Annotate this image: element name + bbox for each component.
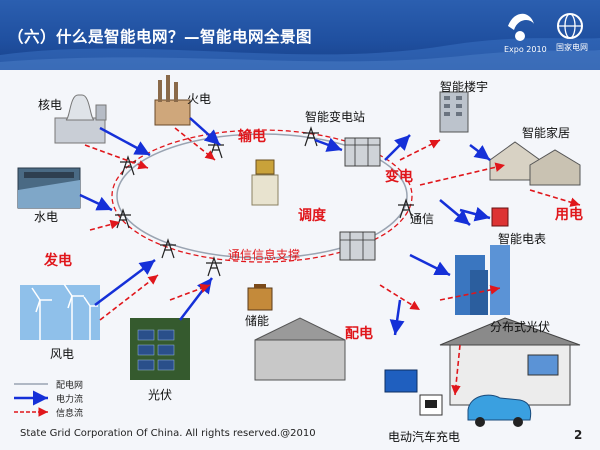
slide-header: （六）什么是智能电网？—智能电网全景图 Expo 2010 国家电网 [0, 0, 600, 70]
grid-ring [116, 133, 408, 259]
energy-storage-icon [247, 284, 273, 311]
smart-home-icon [489, 141, 581, 186]
label-thermal: 火电 [187, 92, 212, 106]
legend-grid-label: 配电网 [56, 381, 84, 391]
substation-icon [344, 137, 381, 167]
wind-farm-icon [20, 283, 100, 340]
label-wind: 风电 [50, 347, 75, 361]
tower-icon [398, 198, 414, 219]
stage-distribution: 配电 [345, 326, 373, 342]
stage-dispatching: 调度 [298, 208, 326, 224]
copyright-text: State Grid Corporation Of China. All rig… [20, 428, 316, 439]
tower-icon [160, 238, 176, 259]
label-communication: 通信 [410, 212, 435, 226]
header-wave-decoration [0, 38, 600, 70]
label-solar: 光伏 [148, 388, 173, 402]
smart-building-icon [439, 91, 469, 133]
distributed-pv-house-icon [439, 317, 581, 406]
label-storage: 储能 [245, 314, 270, 328]
smart-panel-icon [384, 369, 418, 393]
stage-transmission: 输电 [238, 129, 266, 145]
stage-transformation: 变电 [385, 169, 413, 185]
smart-meter-icon [491, 207, 509, 227]
dispatch-center-icon [251, 159, 279, 206]
label-ev-charging: 电动汽车充电 [388, 430, 461, 444]
legend-info-label: 信息流 [56, 409, 84, 419]
slide-title: （六）什么是智能电网？—智能电网全景图 [8, 28, 313, 46]
nuclear-plant-icon [54, 94, 107, 144]
label-meter: 智能电表 [498, 232, 547, 246]
residential-houses-icon [254, 317, 346, 381]
label-distributed-pv: 分布式光伏 [490, 320, 551, 334]
electric-car-icon [467, 394, 532, 427]
state-grid-logo-icon: 国家电网 [556, 13, 588, 52]
info-flow-arrows [84, 127, 581, 396]
expo-logo-icon: Expo 2010 [504, 13, 547, 54]
smart-grid-diagram [14, 75, 581, 427]
logo-area: Expo 2010 国家电网 [496, 4, 596, 64]
page-number: 2 [574, 428, 583, 442]
info-ring [111, 129, 413, 263]
stage-consumption: 用电 [555, 207, 583, 223]
label-nuclear: 核电 [38, 98, 63, 112]
stage-generation: 发电 [44, 253, 72, 269]
tower-icon [206, 256, 222, 277]
expo-logo-text: Expo 2010 [504, 45, 547, 54]
legend [14, 383, 48, 417]
legend-power-label: 电力流 [56, 395, 84, 405]
distribution-substation-icon [339, 231, 376, 261]
label-substation: 智能变电站 [305, 110, 366, 124]
city-buildings-icon [455, 245, 510, 315]
label-home: 智能家居 [522, 126, 571, 140]
label-comm-support: 通信信息支撑 [228, 248, 301, 262]
solar-farm-icon [130, 318, 190, 380]
ev-charger-icon [419, 394, 443, 416]
transmission-towers [115, 126, 414, 277]
power-flow-arrows [79, 117, 491, 336]
label-building: 智能楼宇 [440, 80, 489, 94]
state-grid-logo-text: 国家电网 [556, 42, 588, 52]
thermal-plant-icon [154, 75, 191, 126]
hydro-dam-icon [17, 167, 81, 209]
label-hydro: 水电 [34, 210, 59, 224]
